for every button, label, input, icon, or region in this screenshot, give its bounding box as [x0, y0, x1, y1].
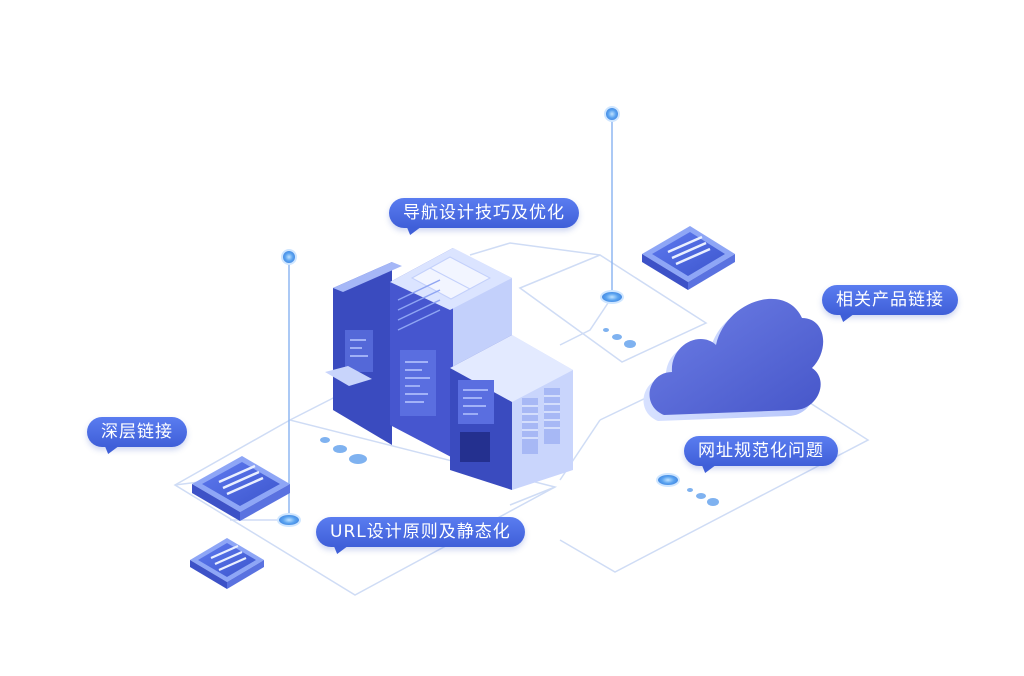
- server-rack-right: [450, 335, 573, 490]
- label-deep-links: 深层链接: [87, 417, 187, 447]
- tile-left-bottom: [190, 538, 264, 589]
- tile-top-right: [642, 226, 735, 290]
- label-navigation: 导航设计技巧及优化: [389, 198, 579, 228]
- pin-stalks: [288, 114, 613, 519]
- label-url-normalization: 网址规范化问题: [684, 436, 838, 466]
- cloud-icon: [643, 298, 824, 421]
- tile-left-middle: [192, 456, 290, 521]
- label-url-design: URL设计原则及静态化: [316, 517, 525, 547]
- server-rack-left: [325, 262, 402, 445]
- pin-markers: [277, 106, 680, 527]
- dot-trails: [320, 328, 719, 506]
- label-related-products: 相关产品链接: [822, 285, 958, 315]
